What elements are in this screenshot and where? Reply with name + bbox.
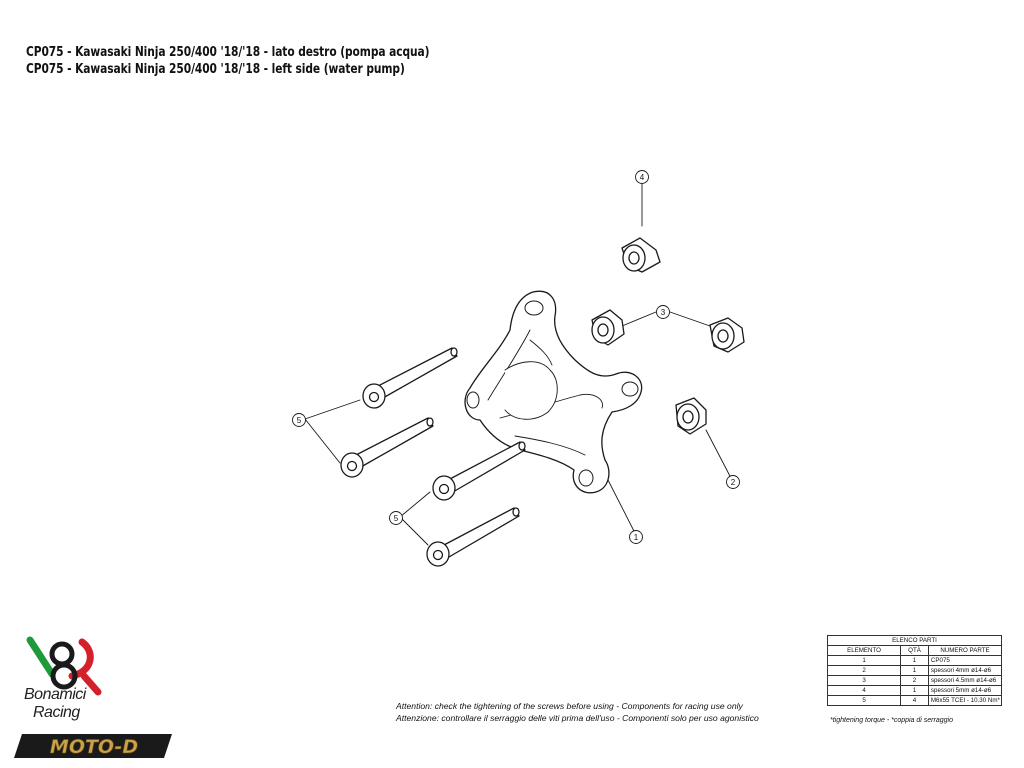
- attention-note-italian: Attenzione: controllare il serraggio del…: [396, 713, 759, 723]
- callout-label: 4: [640, 173, 645, 182]
- title-english: CP075 - Kawasaki Ninja 250/400 '18/'18 -…: [26, 62, 405, 77]
- parts-table-title: ELENCO PARTI: [827, 635, 1002, 646]
- bolt-part-5-a: [362, 347, 458, 409]
- torque-note: *tightening torque - *coppia di serraggi…: [830, 717, 953, 724]
- callout-label: 2: [731, 478, 736, 487]
- callout-label: 5: [297, 416, 302, 425]
- callout-bubbles: [292, 170, 740, 544]
- title-italian: CP075 - Kawasaki Ninja 250/400 '18/'18 -…: [26, 45, 430, 60]
- bonamici-racing-logo-icon: [26, 636, 102, 696]
- spacer-washer-part-3-left: [591, 309, 625, 346]
- logo-text-racing: Racing: [33, 704, 80, 721]
- spacer-washer-part-4: [621, 237, 661, 273]
- parts-table-header: QTÀ: [900, 645, 929, 656]
- callout-label: 1: [634, 533, 639, 542]
- spacer-washer-part-2: [675, 397, 707, 435]
- spacer-washer-part-3-right: [709, 317, 745, 353]
- moto-d-text: MOTO-D: [50, 736, 138, 758]
- callout-label: 5: [394, 514, 399, 523]
- callout-label: 3: [661, 308, 666, 317]
- parts-list-table: ELENCO PARTI ELEMENTO QTÀ NUMERO PARTE 1…: [826, 635, 1003, 706]
- parts-table-header: ELEMENTO: [826, 645, 902, 656]
- leader-lines: [304, 182, 733, 546]
- bolt-part-5-b: [340, 417, 434, 478]
- attention-note-english: Attention: check the tightening of the s…: [396, 701, 743, 711]
- logo-text-bonamici: Bonamici: [24, 686, 86, 703]
- spacer-bracket-part-1: [464, 290, 643, 494]
- parts-table-header: NUMERO PARTE: [927, 645, 1003, 656]
- bolt-part-5-c: [432, 441, 526, 501]
- moto-d-logo: MOTO-D: [14, 734, 172, 758]
- bolt-part-5-d: [426, 507, 520, 567]
